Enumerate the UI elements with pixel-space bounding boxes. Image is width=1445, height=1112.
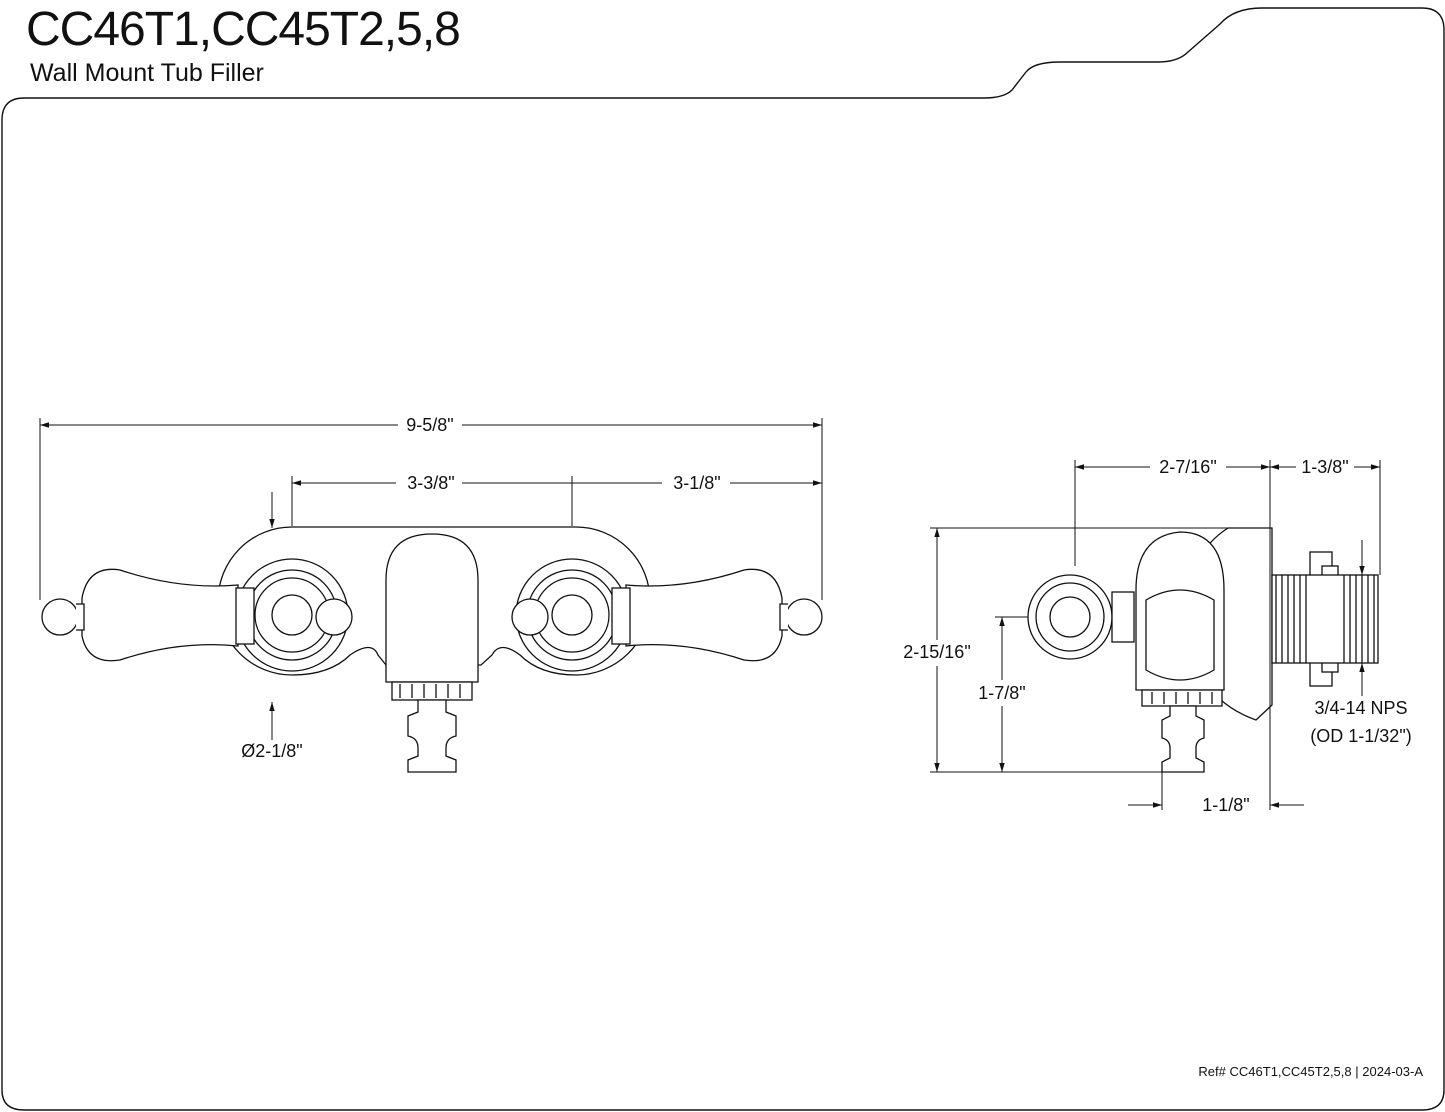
side-dimensions [930, 460, 1381, 810]
threaded-inlet [1271, 574, 1379, 664]
dim-center-to-spout: 3-3/8" [407, 473, 454, 493]
dim-overall-height: 2-15/16" [903, 642, 970, 662]
reference-note: Ref# CC46T1,CC45T2,5,8 | 2024-03-A [1198, 1064, 1423, 1079]
dim-side-depth: 2-7/16" [1159, 457, 1216, 477]
drawing-title: CC46T1,CC45T2,5,8 [26, 3, 461, 56]
left-handle-knob [41, 598, 79, 636]
dim-spout-offset: 1-1/8" [1202, 795, 1249, 815]
dim-thread-spec: 3/4-14 NPS [1314, 698, 1407, 718]
dim-inlet-height: 1-7/8" [978, 683, 1025, 703]
dim-thread-od: (OD 1-1/32") [1310, 726, 1411, 746]
drawing-frame [1, 7, 1445, 1111]
spout-body [385, 533, 479, 683]
side-hose-barb [1161, 705, 1205, 773]
ref-models: CC46T1,CC45T2,5,8 [1229, 1064, 1352, 1079]
right-lever-handle [625, 568, 783, 662]
dim-inlet-length: 1-3/8" [1301, 457, 1348, 477]
ref-label: Ref# [1198, 1064, 1226, 1079]
dim-flange-diameter: Ø2-1/8" [241, 741, 302, 761]
hose-barb [407, 699, 457, 773]
left-valve-stem [271, 594, 313, 636]
dim-spout-to-end: 3-1/8" [673, 473, 720, 493]
ref-revision: 2024-03-A [1362, 1064, 1423, 1079]
front-view [41, 526, 823, 773]
dim-overall-width: 9-5/8" [406, 415, 453, 435]
side-view [1027, 527, 1379, 773]
drawing-subtitle: Wall Mount Tub Filler [30, 59, 264, 87]
left-lever-handle [81, 568, 239, 662]
front-dimensions [39, 418, 823, 740]
right-handle-knob [785, 598, 823, 636]
right-valve-stem [551, 594, 593, 636]
